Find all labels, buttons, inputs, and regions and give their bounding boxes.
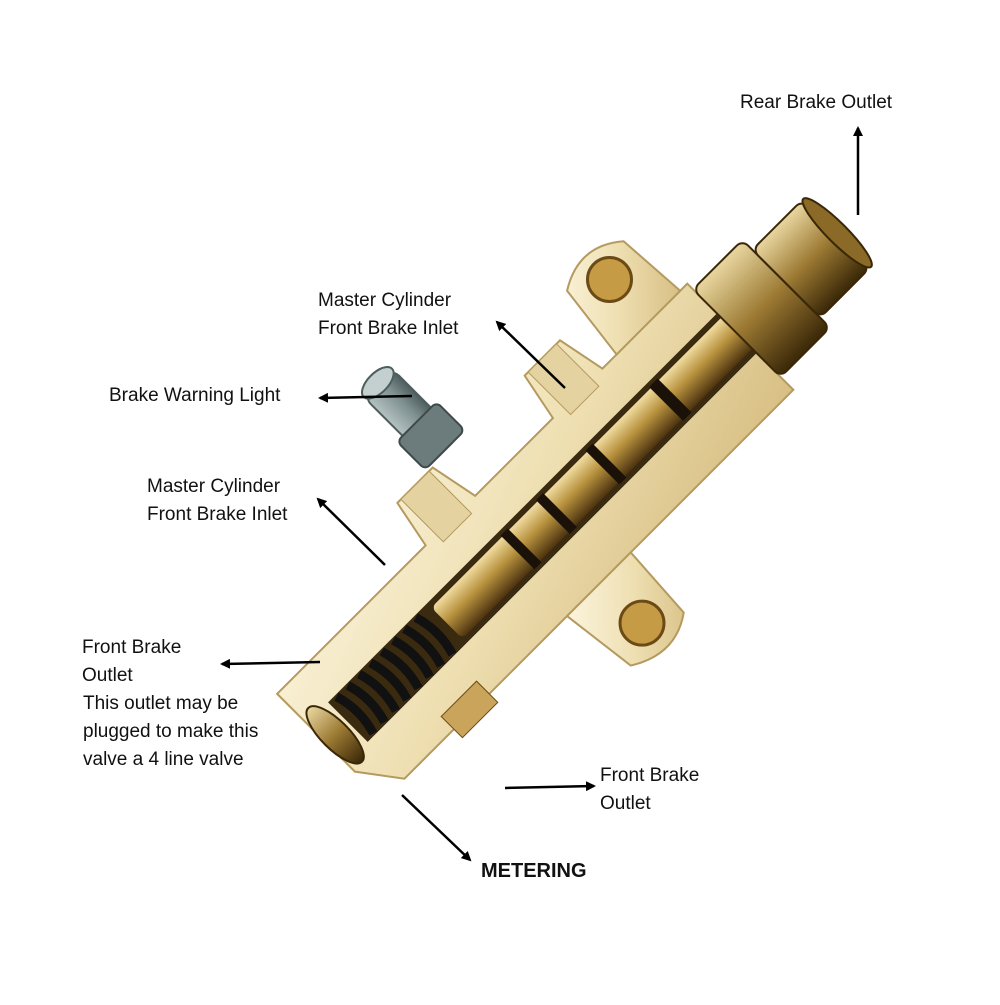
label-rear-brake-outlet: Rear Brake Outlet bbox=[740, 92, 893, 113]
spool-shaft bbox=[433, 313, 757, 637]
valve-body bbox=[275, 197, 873, 780]
front-outlet-port-bottom bbox=[440, 680, 499, 739]
rear-fitting-face bbox=[801, 197, 873, 269]
arrow-front-outlet-right bbox=[504, 781, 596, 792]
callout-arrows bbox=[220, 126, 863, 862]
label-brake-warning-light: Brake Warning Light bbox=[109, 385, 281, 406]
label-front-outlet-right: Front Brake Outlet bbox=[600, 765, 700, 814]
spool-seals bbox=[500, 378, 692, 570]
arrow-brake-warning-light bbox=[318, 392, 413, 403]
mount-hole-bottom bbox=[618, 599, 666, 647]
arrow-mc-inlet-mid bbox=[316, 497, 386, 566]
warning-light-switch bbox=[361, 366, 464, 469]
label-metering: METERING bbox=[481, 860, 587, 882]
label-mc-inlet-mid: Master Cylinder Front Brake Inlet bbox=[147, 476, 288, 525]
arrow-metering bbox=[401, 794, 472, 862]
arrow-front-outlet-left bbox=[220, 658, 321, 669]
label-plug-note: This outlet may be plugged to make this … bbox=[83, 693, 259, 770]
inlet-port-lower bbox=[400, 470, 473, 543]
label-front-outlet-left: Front Brake Outlet bbox=[82, 637, 182, 686]
inlet-port-upper bbox=[527, 343, 600, 416]
arrow-mc-inlet-top bbox=[495, 320, 566, 389]
metering-spring bbox=[334, 613, 457, 736]
mount-hole-top bbox=[585, 255, 633, 303]
metering-cap bbox=[305, 705, 365, 765]
label-mc-inlet-top: Master Cylinder Front Brake Inlet bbox=[318, 290, 459, 339]
